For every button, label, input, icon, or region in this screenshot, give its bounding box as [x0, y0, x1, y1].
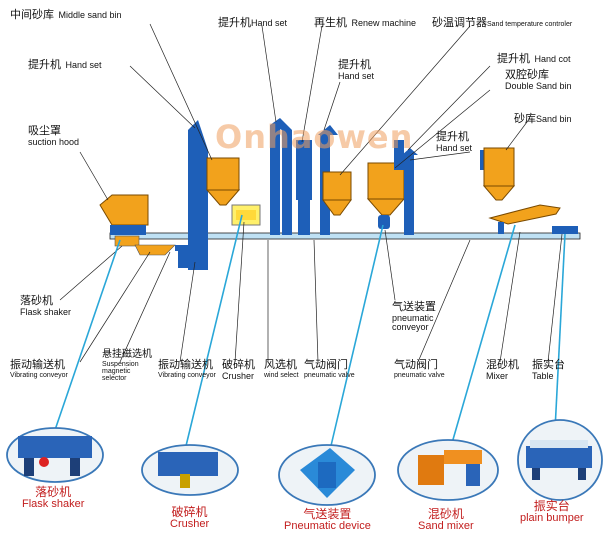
process-floor-line	[109, 232, 581, 240]
label-wind-select: 风选机 wind select	[264, 359, 299, 379]
photo-plain-bumper	[517, 419, 603, 501]
photo-leader-lines	[54, 214, 566, 451]
leader-lines	[59, 23, 563, 363]
flask-shaker-unit	[114, 235, 176, 256]
hand-set-elevator-left	[188, 120, 208, 270]
label-crusher: 破碎机 Crusher	[222, 359, 255, 381]
label-flask-shaker: 落砂机 Flask shaker	[20, 295, 72, 317]
label-pneumatic-conveyor: 气送装置 pneumatic conveyor	[392, 301, 436, 332]
double-sand-bin	[366, 140, 406, 216]
caption-crusher: 破碎机 Crusher	[170, 505, 210, 530]
watermark: Onhaowen	[215, 118, 414, 156]
caption-pneumatic-device: 气送装置 Pneumatic device	[284, 507, 371, 532]
label-hand-set-mid: 提升机 Hand set	[338, 59, 375, 81]
photo-pneumatic-device	[278, 444, 376, 506]
sand-bin-right	[480, 147, 516, 201]
label-hand-set-right2: 提升机 Hand set	[436, 131, 473, 153]
hand-set-elevator-top	[270, 118, 292, 235]
label-pneumatic-valve-1: 气动阀门 pneumatic valve	[304, 359, 355, 379]
label-vibrating-conveyor-2: 振动输送机 Vibrating conveyor	[158, 359, 216, 379]
crusher-unit	[231, 204, 261, 226]
label-renew-machine: 再生机 Renew machine	[314, 17, 416, 29]
label-middle-sand-bin: 中间砂库 Middle sand bin	[10, 9, 122, 21]
table-unit	[552, 226, 578, 234]
caption-plain-bumper: 振实台 plain bumper	[520, 499, 584, 524]
hand-set-elevator-right	[402, 148, 418, 235]
caption-sand-mixer: 混砂机 Sand mixer	[418, 507, 474, 532]
pneumatic-conveyor-unit	[378, 215, 390, 229]
renew-machine-unit	[296, 140, 312, 235]
label-sand-bin: 砂库Sand bin	[514, 113, 572, 125]
label-suspension-selector: 悬挂磁选机 Suspension magnetic selector	[102, 349, 152, 383]
label-hand-set-top: 提升机Hand set	[218, 17, 288, 29]
photo-crusher	[141, 444, 239, 496]
photo-sand-mixer	[397, 439, 499, 501]
label-suction-hood: 吸尘罩 suction hood	[28, 125, 80, 147]
label-sand-temperature-controller: 砂温调节器Sand temperature controler	[432, 17, 573, 29]
caption-flask-shaker: 落砂机 Flask shaker	[22, 485, 85, 510]
label-vibrating-conveyor-1: 振动输送机 Vibrating conveyor	[10, 359, 68, 379]
sand-temperature-controller	[322, 171, 352, 216]
label-pneumatic-valve-2: 气动阀门 pneumatic valve	[394, 359, 445, 379]
label-double-sand-bin: 双腔砂库 Double Sand bin	[505, 69, 572, 91]
middle-sand-bin	[205, 157, 241, 206]
suction-hood-unit	[99, 194, 149, 235]
label-hand-set-right: 提升机 Hand cot	[497, 53, 571, 65]
mixer-unit	[488, 204, 561, 234]
label-table: 振实台 Table	[532, 359, 565, 381]
label-hand-set-left: 提升机 Hand set	[28, 59, 102, 71]
photo-flask-shaker	[6, 427, 104, 483]
label-mixer: 混砂机 Mixer	[486, 359, 519, 381]
